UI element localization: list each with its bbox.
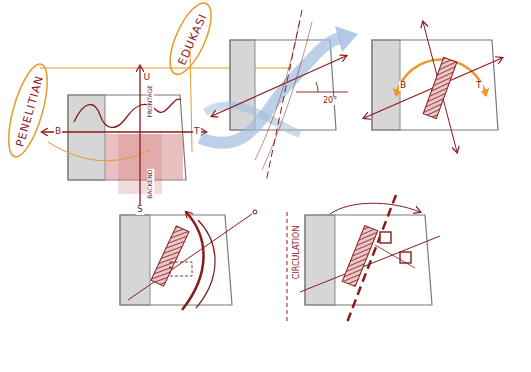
idea-text: EDUKASI: [175, 11, 209, 67]
panel-circulation: [287, 195, 440, 325]
circulation-label: CIRCULATION: [293, 224, 302, 280]
zone-label: BACKEND: [147, 168, 154, 199]
compass-letter: U: [143, 73, 152, 83]
compass-letter: T: [475, 81, 483, 91]
idea-text: PENELITIAN: [13, 73, 46, 148]
compass-letter: T: [193, 127, 201, 137]
panel-mass-edge: [120, 210, 257, 310]
angle-label: 20°: [322, 97, 338, 106]
panel-orientation: [200, 10, 358, 182]
compass-letter: B: [399, 81, 407, 91]
idea-ellipse: EDUKASI: [164, 0, 217, 77]
compass-letter: S: [136, 205, 144, 215]
zone-label: FRONTAGE: [147, 84, 154, 118]
idea-ellipse: PENELITIAN: [3, 62, 52, 157]
compass-letter: B: [54, 127, 62, 137]
panel-mass-rotation: [364, 22, 502, 152]
